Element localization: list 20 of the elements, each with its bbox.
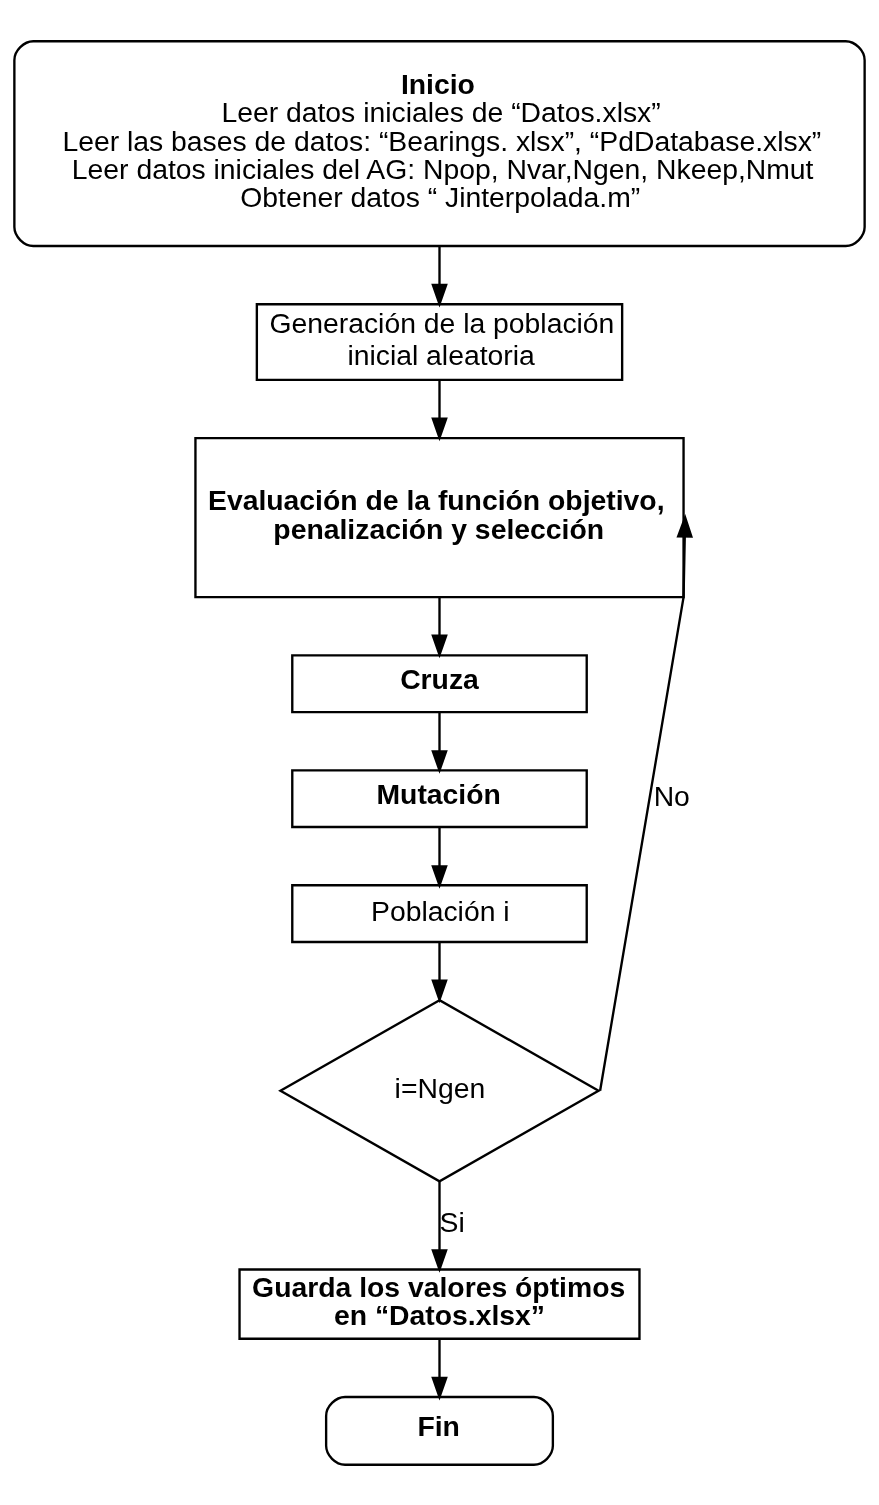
arrow <box>431 1338 448 1400</box>
arrow <box>431 1180 448 1273</box>
node-box: Guarda los valores óptimos en “Datos.xlsx” <box>238 1267 641 1340</box>
arrow <box>598 513 693 1091</box>
node-box: Evaluación de la función objetivo, penalización y selección <box>194 436 685 598</box>
node-diamond: i=Ngen <box>278 998 601 1183</box>
arrow <box>431 379 448 441</box>
node-box: Mutación <box>291 768 588 828</box>
node-box: Cruza <box>291 653 588 713</box>
arrow <box>431 245 448 307</box>
node-box: Inicio Leer datos iniciales de “Datos.xlsx” Leer las bases de datos: “Bearings. xlsx”, “PdDatabase.xlsx” Leer datos iniciales del AG: Npop, Nvar,Ngen, Nkeep,Nmut Obtener datos “ Jinterpolada.m” <box>13 39 866 247</box>
arrow <box>431 596 448 658</box>
edge-label: No <box>653 779 690 812</box>
arrow <box>431 711 448 774</box>
arrow <box>431 826 448 889</box>
node-box: Población i <box>291 883 588 943</box>
node-box: Fin <box>324 1395 555 1466</box>
edge-label: Si <box>439 1205 465 1238</box>
node-box: Generación de la población inicial aleatoria <box>255 302 624 381</box>
arrow <box>431 941 448 1003</box>
